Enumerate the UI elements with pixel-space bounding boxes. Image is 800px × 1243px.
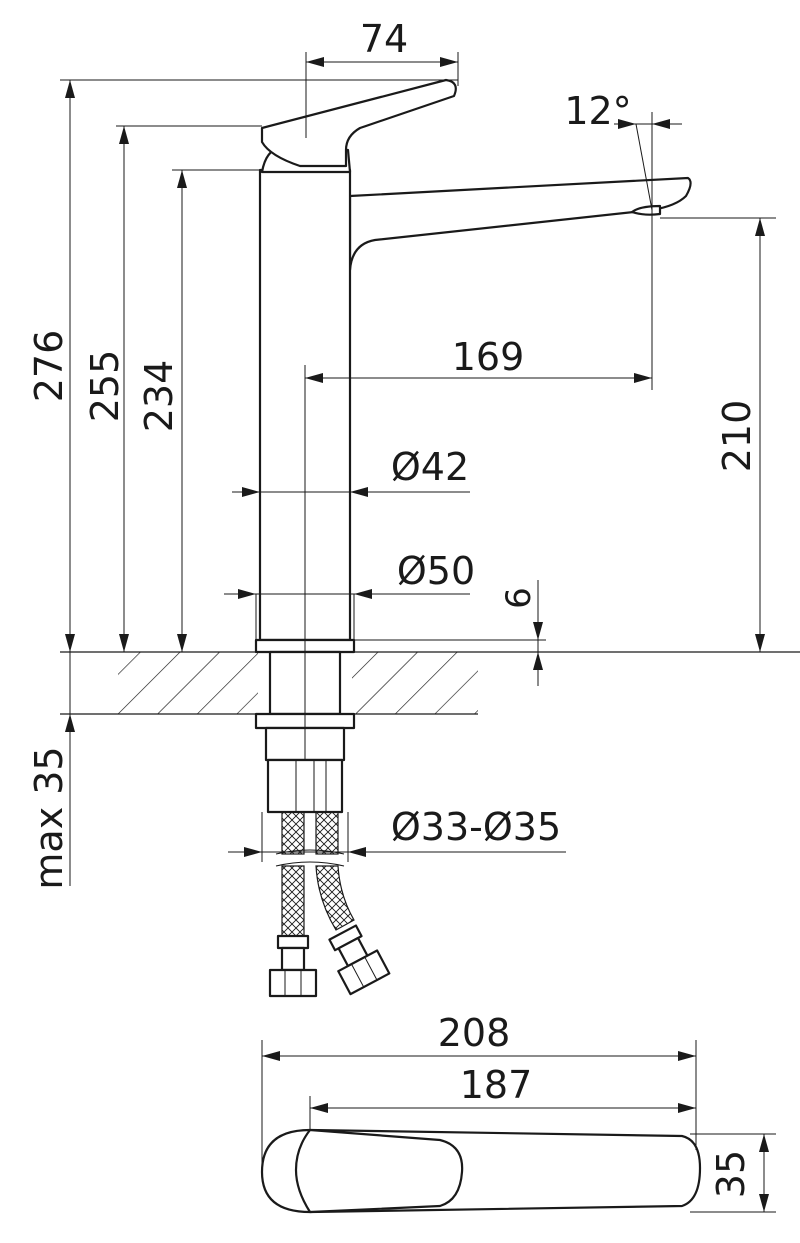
dim-top-width: 35: [709, 1150, 753, 1198]
top-view-lever: [294, 1128, 464, 1214]
dimension-lines: [60, 52, 776, 886]
dim-base-thickness: 6: [499, 587, 539, 609]
spout: [348, 176, 692, 272]
dim-top-total-length: 208: [438, 1011, 511, 1055]
countertop-section: [60, 651, 800, 715]
dim-handle-length: 74: [360, 17, 408, 61]
dim-body-height: 234: [137, 360, 181, 433]
dim-spout-height: 210: [715, 400, 759, 473]
faucet-top-view: [260, 1040, 776, 1214]
dim-hole-diameter: Ø33-Ø35: [391, 805, 561, 849]
lever-handle: [260, 78, 457, 168]
dim-handle-height: 255: [83, 350, 127, 423]
dim-base-diameter: Ø50: [397, 549, 475, 593]
right-hose-connector: [337, 949, 391, 996]
supply-hoses: [268, 811, 391, 998]
dim-top-spout-length: 187: [460, 1063, 533, 1107]
dim-body-diameter: Ø42: [391, 445, 469, 489]
faucet-side-view: [254, 78, 692, 814]
dim-spout-angle: 12°: [564, 89, 631, 133]
left-hose-connector: [268, 968, 318, 998]
dim-total-height: 276: [27, 330, 71, 403]
mounting-nut: [266, 758, 344, 814]
dim-spout-reach: 169: [452, 335, 525, 379]
dim-max-deck-thickness: max 35: [27, 746, 71, 889]
